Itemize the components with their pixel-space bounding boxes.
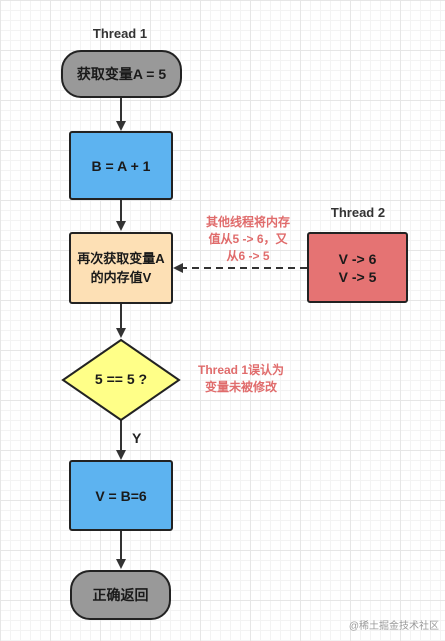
assign-node-label: V = B=6	[95, 487, 147, 504]
watermark: @稀土掘金技术社区	[348, 621, 439, 632]
thread2-annotation-line3: 从6 -> 5	[226, 249, 270, 263]
reread-node-label: 再次获取变量A的内存值V	[77, 251, 165, 285]
thread2-node: V -> 6 V -> 5	[307, 232, 408, 303]
assign-node: V = B=6	[69, 460, 173, 531]
start-node-label: 获取变量A = 5	[76, 66, 167, 82]
compute-node: B = A + 1	[69, 131, 173, 200]
decision-annotation-line1: Thread 1误认为	[197, 363, 285, 377]
thread2-annotation-line1: 其他线程将内存	[205, 215, 290, 229]
thread2-node-line2: V -> 5	[338, 268, 377, 285]
end-node: 正确返回	[70, 570, 171, 620]
thread1-label: Thread 1	[92, 26, 148, 41]
thread2-annotation-line2: 值从5 -> 6，又	[208, 232, 288, 246]
decision-label: 5 == 5 ?	[94, 371, 148, 387]
decision-annotation-line2: 变量未被修改	[204, 380, 277, 394]
decision-diamond	[61, 338, 181, 422]
thread2-annotation: 其他线程将内存 值从5 -> 6，又 从6 -> 5	[193, 214, 303, 265]
decision-annotation: Thread 1误认为 变量未被修改	[186, 362, 296, 396]
yes-edge-label: Y	[132, 430, 142, 446]
end-node-label: 正确返回	[92, 587, 149, 603]
start-node: 获取变量A = 5	[61, 50, 182, 98]
reread-node: 再次获取变量A的内存值V	[69, 232, 173, 304]
thread2-label: Thread 2	[330, 205, 386, 220]
compute-node-label: B = A + 1	[91, 157, 151, 174]
thread2-node-line1: V -> 6	[338, 250, 377, 267]
